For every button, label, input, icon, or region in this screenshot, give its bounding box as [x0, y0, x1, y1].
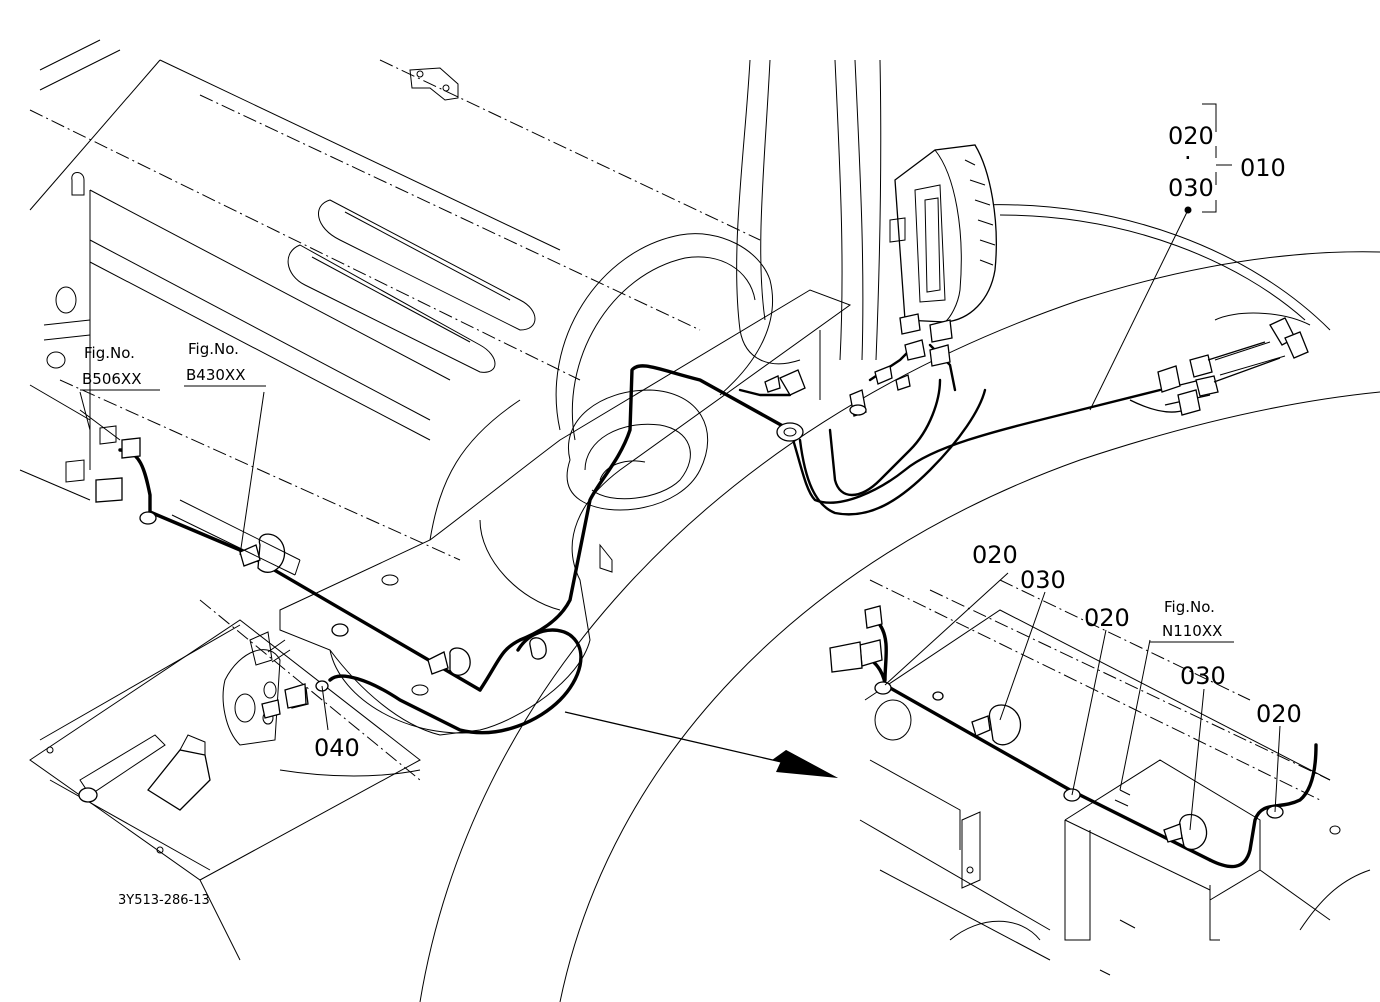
callout-main-040: 040	[314, 734, 360, 762]
detail-connector-a	[859, 639, 883, 667]
background-linework	[19, 39, 1380, 1002]
callout-detail-020-c: 020	[1256, 700, 1302, 728]
detail-connector-b	[829, 641, 863, 673]
detail-arrow	[564, 711, 838, 778]
harness-main	[118, 343, 1211, 735]
leader-lines	[79, 103, 1281, 831]
harness-clamps	[65, 313, 1281, 719]
callout-kit-dot: ·	[1184, 144, 1192, 172]
ref-b506-code: B506XX	[82, 370, 141, 388]
ref-n110-code: N110XX	[1162, 622, 1222, 640]
callout-kit-030: 030	[1168, 174, 1214, 202]
clamp-band	[257, 533, 286, 573]
drawing-code: 3Y513-286-13	[118, 893, 210, 908]
callout-detail-020-b: 020	[1084, 604, 1130, 632]
callout-detail-030-a: 030	[1020, 566, 1066, 594]
detail-clamps	[829, 605, 1284, 851]
callout-detail-030-b: 030	[1180, 662, 1226, 690]
ref-n110-label: Fig.No.	[1164, 598, 1215, 616]
ref-b506-label: Fig.No.	[84, 344, 135, 362]
connector-left	[95, 477, 123, 503]
callout-kit-010: 010	[1240, 154, 1286, 182]
ref-b430-label: Fig.No.	[188, 340, 239, 358]
harness-detail	[858, 623, 1318, 869]
labels: 020 · 030 010 Fig.No. B506XX Fig.No. B43…	[80, 122, 1302, 908]
ref-b430-code: B430XX	[186, 366, 245, 384]
callout-detail-020-a: 020	[972, 541, 1018, 569]
callout-kit-020: 020	[1168, 122, 1214, 150]
